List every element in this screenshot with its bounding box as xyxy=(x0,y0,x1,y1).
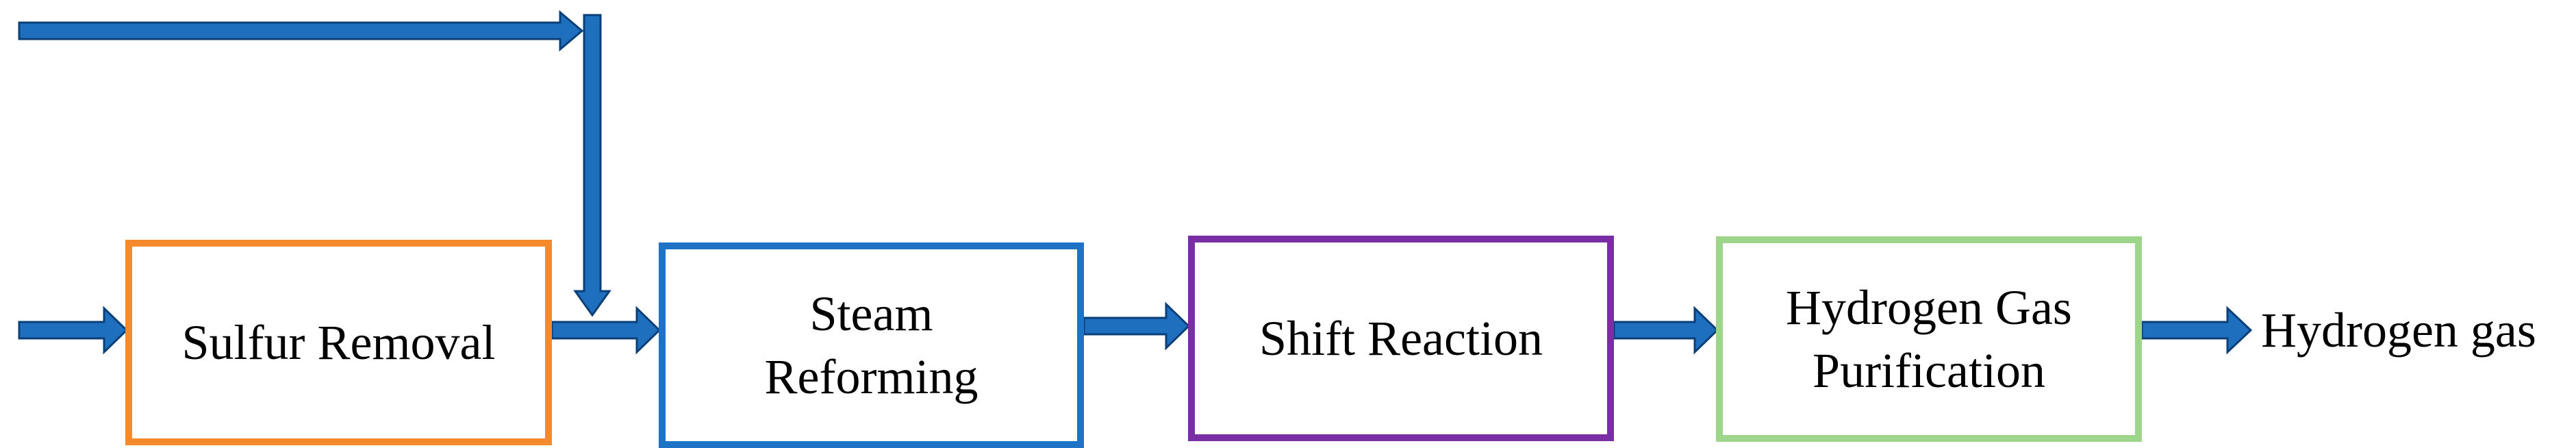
sulfur-to-steam-arrow xyxy=(551,306,661,355)
shift-reaction-label: Shift Reaction xyxy=(1259,311,1543,366)
input-arrow xyxy=(18,306,129,355)
output-arrow xyxy=(2141,306,2253,355)
steam-reforming-box: Steam Reforming xyxy=(659,242,1084,448)
hydrogen-gas-output-label: Hydrogen gas xyxy=(2261,303,2536,358)
steam-reforming-label: Steam Reforming xyxy=(764,286,978,404)
hydrogen-gas-purification-label: Hydrogen Gas Purification xyxy=(1786,280,2072,398)
sulfur-removal-label: Sulfur Removal xyxy=(181,315,496,370)
shift-to-purification-arrow xyxy=(1613,306,1719,355)
top-feed-arrow xyxy=(18,10,584,52)
sulfur-removal-box: Sulfur Removal xyxy=(125,240,552,445)
steam-to-shift-arrow xyxy=(1083,301,1191,351)
hydrogen-gas-purification-box: Hydrogen Gas Purification xyxy=(1716,236,2142,442)
vertical-feed-arrow xyxy=(573,14,611,317)
shift-reaction-box: Shift Reaction xyxy=(1188,236,1614,441)
